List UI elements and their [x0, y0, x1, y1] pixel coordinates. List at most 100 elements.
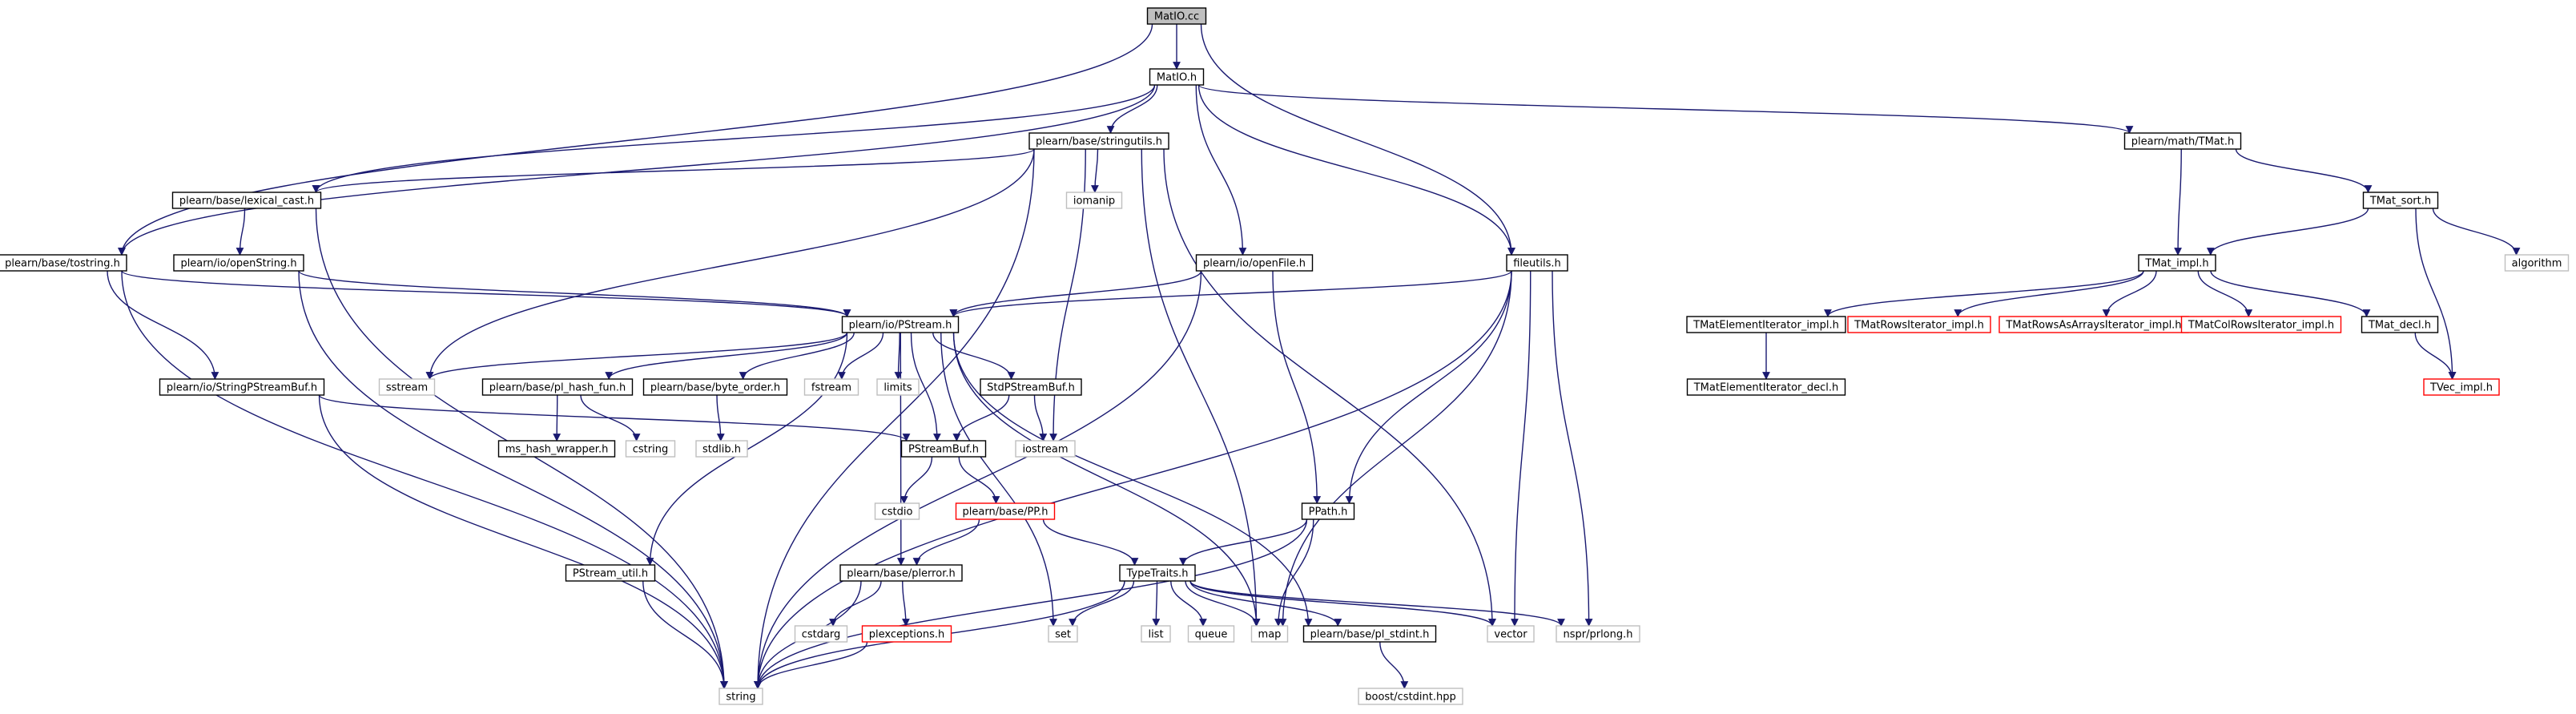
node-openstring[interactable]: plearn/io/openString.h: [173, 254, 304, 272]
edge-pstream-to-map: [952, 332, 1261, 627]
edge-ppath-to-string: [754, 518, 1308, 689]
node-matio-h[interactable]: MatIO.h: [1149, 68, 1205, 86]
node-cstring[interactable]: cstring: [625, 440, 676, 458]
node-box: [1487, 625, 1535, 643]
node-box: [955, 502, 1056, 520]
node-label: PStream_util.h: [573, 568, 648, 580]
node-vector[interactable]: vector: [1487, 625, 1535, 643]
node-tmat[interactable]: plearn/math/TMat.h: [2123, 132, 2242, 150]
node-label: PPath.h: [1309, 506, 1348, 518]
node-pl-hash-fun[interactable]: plearn/base/pl_hash_fun.h: [481, 378, 634, 396]
edge-stringutils-to-iomanip: [1091, 148, 1099, 193]
edge-typetraits-to-list: [1152, 580, 1161, 627]
node-plexceptions[interactable]: plexceptions.h: [861, 625, 952, 643]
node-label: plearn/io/openString.h: [180, 258, 296, 270]
node-label: string: [726, 692, 755, 704]
node-byte-order[interactable]: plearn/base/byte_order.h: [642, 378, 788, 396]
node-label: TMatElementIterator_impl.h: [1693, 320, 1839, 332]
node-cstdarg[interactable]: cstdarg: [794, 625, 848, 643]
node-lexical-cast[interactable]: plearn/base/lexical_cast.h: [171, 192, 322, 209]
node-cstdio[interactable]: cstdio: [874, 502, 920, 520]
node-tvec-impl[interactable]: TVec_impl.h: [2423, 378, 2500, 396]
node-sstream[interactable]: sstream: [378, 378, 436, 396]
node-label: boost/cstdint.hpp: [1365, 692, 1456, 704]
node-nsprlong[interactable]: nspr/prlong.h: [1556, 625, 1640, 643]
edge-tmat-sort-to-algorithm: [2432, 208, 2521, 256]
node-pp[interactable]: plearn/base/PP.h: [955, 502, 1056, 520]
node-stdpstreambuf[interactable]: StdPStreamBuf.h: [980, 378, 1082, 396]
edge-stringutils-to-string: [754, 148, 1035, 689]
edge-pstream-to-pl-stdint: [952, 332, 1313, 627]
edge-tmat-impl-to-tmatelemiter-impl: [1824, 270, 2144, 317]
node-label: fstream: [811, 382, 851, 394]
edge-tmat-to-tmat-impl: [2174, 148, 2182, 256]
node-box: [2423, 378, 2500, 396]
node-queue[interactable]: queue: [1187, 625, 1235, 643]
node-tmatrowsasarrays-impl[interactable]: TMatRowsAsArraysIterator_impl.h: [1998, 316, 2189, 333]
edge-stdpstreambuf-to-iostream: [1033, 394, 1048, 442]
edge-typetraits-to-set: [1069, 580, 1135, 627]
node-box: [1556, 625, 1640, 643]
edge-pstream-to-plerror: [896, 332, 905, 566]
node-pl-stdint[interactable]: plearn/base/pl_stdint.h: [1302, 625, 1437, 643]
node-fstream[interactable]: fstream: [803, 378, 859, 396]
node-box: [497, 440, 616, 458]
node-box: [839, 564, 963, 582]
node-box: [2123, 132, 2242, 150]
edge-matio-h-to-stringutils: [1106, 84, 1158, 134]
node-stringutils[interactable]: plearn/base/stringutils.h: [1028, 132, 1169, 150]
edge-fileutils-to-map: [1278, 270, 1512, 627]
node-box: [1028, 132, 1169, 150]
node-label: StdPStreamBuf.h: [987, 382, 1075, 394]
node-label: TMatRowsAsArraysIterator_impl.h: [2005, 320, 2181, 332]
node-label: PStreamBuf.h: [908, 444, 979, 456]
edge-tmat-to-tmat-sort: [2235, 148, 2373, 193]
node-string[interactable]: string: [718, 688, 763, 705]
edge-sspstreambuf-to-string: [318, 394, 728, 689]
node-cstdint[interactable]: boost/cstdint.hpp: [1358, 688, 1463, 705]
node-tmatelemiter-impl[interactable]: TMatElementIterator_impl.h: [1686, 316, 1846, 333]
edge-tmat-impl-to-tmatcolrowsiter-impl: [2197, 270, 2253, 317]
edge-fileutils-to-ppath: [1345, 270, 1512, 504]
node-box: [1686, 378, 1846, 396]
node-tmatcolrowsiter-impl[interactable]: TMatColRowsIterator_impl.h: [2180, 316, 2342, 333]
node-pstreambuf[interactable]: PStreamBuf.h: [900, 440, 987, 458]
node-openfile[interactable]: plearn/io/openFile.h: [1195, 254, 1314, 272]
edge-openstring-to-pstream: [298, 270, 851, 317]
node-set[interactable]: set: [1048, 625, 1078, 643]
node-pstream[interactable]: plearn/io/PStream.h: [841, 316, 960, 333]
node-fileutils[interactable]: fileutils.h: [1506, 254, 1568, 272]
node-label: ms_hash_wrapper.h: [505, 444, 609, 456]
node-pstream-util[interactable]: PStream_util.h: [565, 564, 656, 582]
edge-ppath-to-typetraits: [1179, 518, 1308, 566]
node-algorithm[interactable]: algorithm: [2504, 254, 2570, 272]
node-tmatelemiter-decl[interactable]: TMatElementIterator_decl.h: [1686, 378, 1846, 396]
node-ppath[interactable]: PPath.h: [1301, 502, 1355, 520]
node-label: TypeTraits.h: [1125, 568, 1188, 580]
node-limits[interactable]: limits: [876, 378, 920, 396]
node-typetraits[interactable]: TypeTraits.h: [1119, 564, 1196, 582]
node-box: [642, 378, 788, 396]
edge-tmat-impl-to-tmatrowsasarrays-impl: [2102, 270, 2157, 317]
node-plerror[interactable]: plearn/base/plerror.h: [839, 564, 963, 582]
node-sspstreambuf[interactable]: plearn/io/StringPStreamBuf.h: [159, 378, 325, 396]
node-label: TMat_impl.h: [2144, 258, 2208, 270]
node-tmat-decl[interactable]: TMat_decl.h: [2361, 316, 2439, 333]
node-iostream[interactable]: iostream: [1015, 440, 1076, 458]
node-list[interactable]: list: [1141, 625, 1171, 643]
node-iomanip[interactable]: iomanip: [1065, 192, 1123, 209]
edge-sspstreambuf-to-pstreambuf: [318, 394, 911, 442]
edge-pstream-to-pstream-util: [646, 332, 848, 566]
node-tmat-impl[interactable]: TMat_impl.h: [2138, 254, 2216, 272]
node-tmatrowsiter-impl[interactable]: TMatRowsIterator_impl.h: [1847, 316, 1991, 333]
node-matio-cc[interactable]: MatIO.cc: [1146, 7, 1207, 25]
node-box: [794, 625, 848, 643]
node-ms-hash-wrapper[interactable]: ms_hash_wrapper.h: [497, 440, 616, 458]
node-stdlib[interactable]: stdlib.h: [695, 440, 748, 458]
node-label: plearn/io/openFile.h: [1203, 258, 1306, 270]
node-label: iostream: [1022, 444, 1068, 456]
node-tmat-sort[interactable]: TMat_sort.h: [2362, 192, 2439, 209]
node-map[interactable]: map: [1250, 625, 1289, 643]
node-box: [1065, 192, 1123, 209]
node-tostring[interactable]: plearn/base/tostring.h: [0, 254, 127, 272]
